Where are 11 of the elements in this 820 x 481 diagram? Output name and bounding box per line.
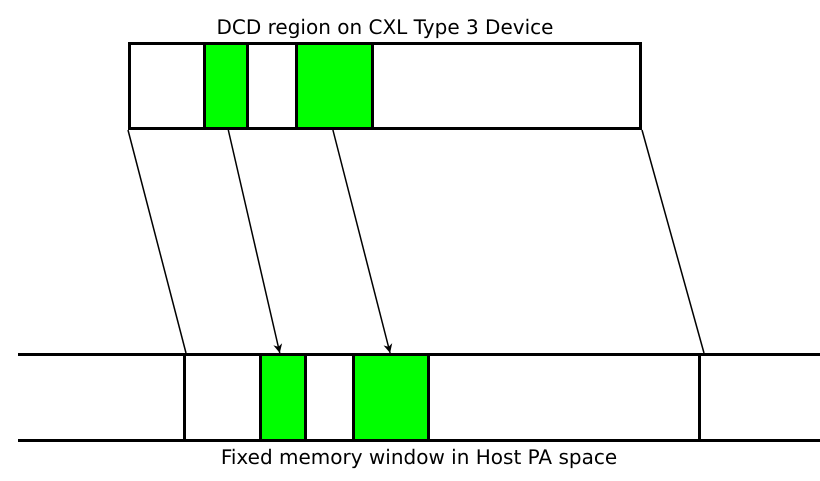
arrow bbox=[228, 130, 282, 354]
allocated-extent bbox=[352, 353, 430, 442]
arrow bbox=[332, 130, 392, 354]
allocated-extent bbox=[295, 42, 374, 130]
node-label: Fixed memory window in Host PA space bbox=[220, 445, 618, 469]
memory-window bbox=[183, 353, 701, 442]
allocated-extent bbox=[259, 353, 307, 442]
node-label: DCD region on CXL Type 3 Device bbox=[216, 15, 554, 39]
mapping-line bbox=[127, 130, 187, 354]
mapping-line bbox=[641, 130, 705, 354]
allocated-extent bbox=[203, 42, 249, 130]
